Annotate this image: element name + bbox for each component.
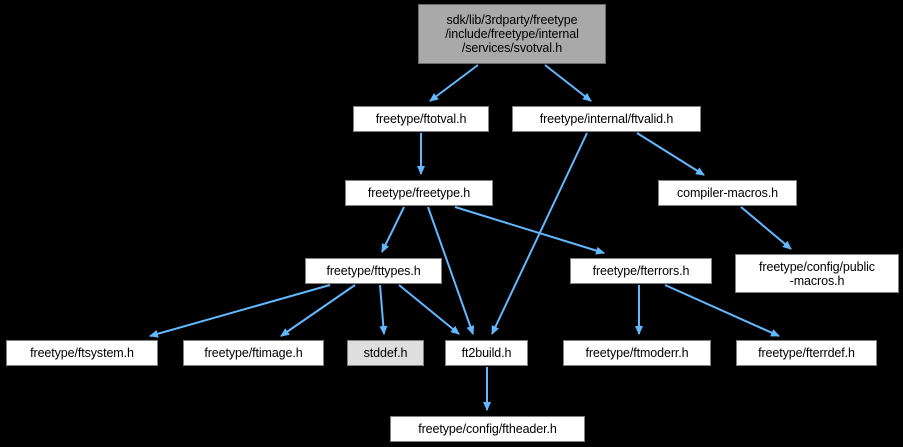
graph-node-ftvalid[interactable]: freetype/internal/ftvalid.h (512, 106, 701, 132)
graph-edge-ftvalid-to-ft2build (491, 132, 588, 335)
graph-node-label: compiler-macros.h (676, 186, 779, 200)
graph-edge-fttypes-to-ftimage (280, 284, 356, 337)
graph-node-ftotval[interactable]: freetype/ftotval.h (353, 106, 489, 132)
graph-edge-freetype-to-fterrors (454, 206, 605, 255)
graph-node-freetype[interactable]: freetype/freetype.h (345, 180, 493, 206)
graph-node-ftmoderr[interactable]: freetype/ftmoderr.h (563, 340, 711, 366)
graph-node-label: freetype/freetype.h (367, 186, 471, 200)
graph-node-ftheader[interactable]: freetype/config/ftheader.h (390, 416, 585, 442)
graph-edge-fttypes-to-ftsystem (149, 284, 331, 338)
graph-edge-ftvalid-to-compiler-macros (636, 132, 705, 176)
graph-node-compiler-macros[interactable]: compiler-macros.h (658, 180, 797, 206)
graph-edge-fttypes-to-ft2build (398, 284, 460, 335)
graph-node-label: freetype/ftmoderr.h (585, 346, 689, 360)
graph-edge-compiler-macros-to-public-macros (740, 206, 792, 250)
graph-edge-fttypes-to-stddef (379, 284, 388, 335)
graph-node-label: freetype/ftsystem.h (30, 346, 134, 360)
graph-node-label: freetype/fterrdef.h (758, 346, 855, 360)
graph-node-fttypes[interactable]: freetype/fttypes.h (305, 258, 442, 284)
graph-node-fterrdef[interactable]: freetype/fterrdef.h (736, 340, 877, 366)
graph-node-label: freetype/fterrors.h (592, 264, 690, 278)
graph-node-label: stddef.h (363, 346, 408, 360)
graph-node-label: freetype/ftimage.h (204, 346, 303, 360)
graph-node-label: freetype/config/public -macros.h (759, 259, 875, 288)
graph-node-ft2build[interactable]: ft2build.h (445, 340, 528, 366)
graph-node-stddef[interactable]: stddef.h (347, 340, 424, 366)
graph-edge-freetype-to-fttypes (381, 206, 405, 253)
graph-node-public-macros[interactable]: freetype/config/public -macros.h (735, 254, 899, 293)
graph-node-label: freetype/config/ftheader.h (418, 422, 557, 436)
graph-node-ftimage[interactable]: freetype/ftimage.h (183, 340, 324, 366)
graph-edge-root-to-ftotval (429, 64, 479, 102)
graph-node-label: sdk/lib/3rdparty/freetype /include/freet… (445, 13, 579, 55)
graph-node-label: freetype/fttypes.h (326, 264, 421, 278)
graph-node-label: freetype/ftotval.h (375, 112, 467, 126)
graph-node-ftsystem[interactable]: freetype/ftsystem.h (6, 340, 158, 366)
graph-node-fterrors[interactable]: freetype/fterrors.h (570, 258, 712, 284)
graph-node-label: ft2build.h (461, 346, 512, 360)
graph-node-label: freetype/internal/ftvalid.h (539, 112, 674, 126)
graph-node-root[interactable]: sdk/lib/3rdparty/freetype /include/freet… (418, 4, 606, 64)
graph-edge-root-to-ftvalid (544, 64, 592, 102)
